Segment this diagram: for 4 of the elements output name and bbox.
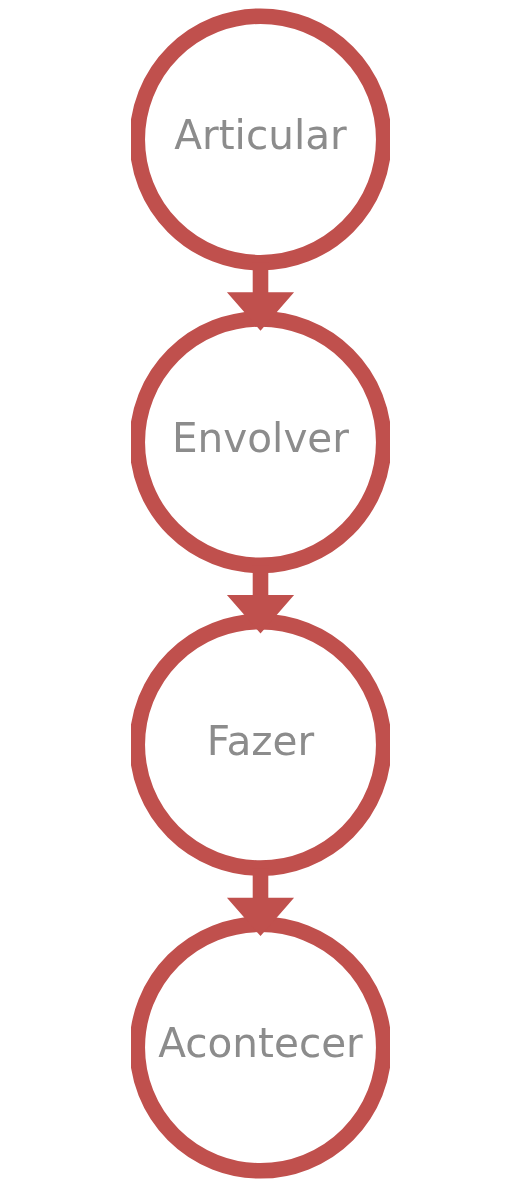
node-circle: Articular — [130, 8, 390, 271]
node-circle: Acontecer — [130, 916, 390, 1179]
node-circle: Envolver — [130, 311, 390, 574]
node-circle: Fazer — [130, 613, 390, 876]
